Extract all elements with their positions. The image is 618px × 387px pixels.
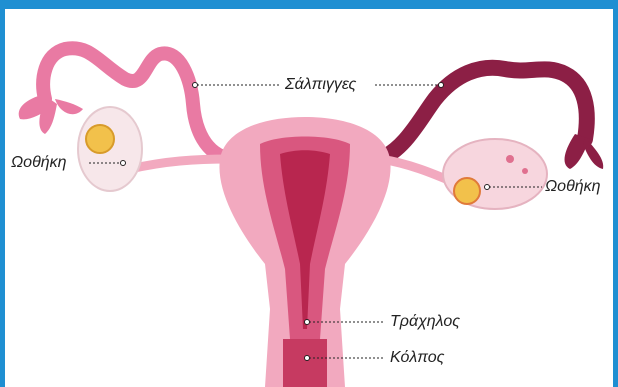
leader-dot-ovary-left [121, 161, 126, 166]
label-ovary-left: Ωοθήκη [11, 154, 67, 172]
right-ovary-spot [522, 168, 528, 174]
right-ovary-spot [506, 155, 514, 163]
right-fimbriae [565, 134, 604, 169]
right-follicle [454, 178, 480, 204]
label-cervix: Τράχηλος [390, 313, 460, 331]
leader-dot-vagina [305, 356, 310, 361]
left-ovarian-ligament [130, 159, 230, 169]
leader-dot-cervix [305, 320, 310, 325]
left-fimbriae [19, 94, 83, 134]
uterus-illustration [5, 9, 613, 387]
label-vagina: Κόλπος [390, 349, 444, 367]
label-fallopian-tubes: Σάλπιγγες [285, 76, 356, 94]
left-follicle [86, 125, 114, 153]
leader-dot-tubes-right [439, 83, 444, 88]
label-ovary-right: Ωοθήκη [545, 178, 601, 196]
leader-dot-ovary-right [485, 185, 490, 190]
leader-dot-tubes-left [193, 83, 198, 88]
vagina-canal [283, 339, 327, 387]
